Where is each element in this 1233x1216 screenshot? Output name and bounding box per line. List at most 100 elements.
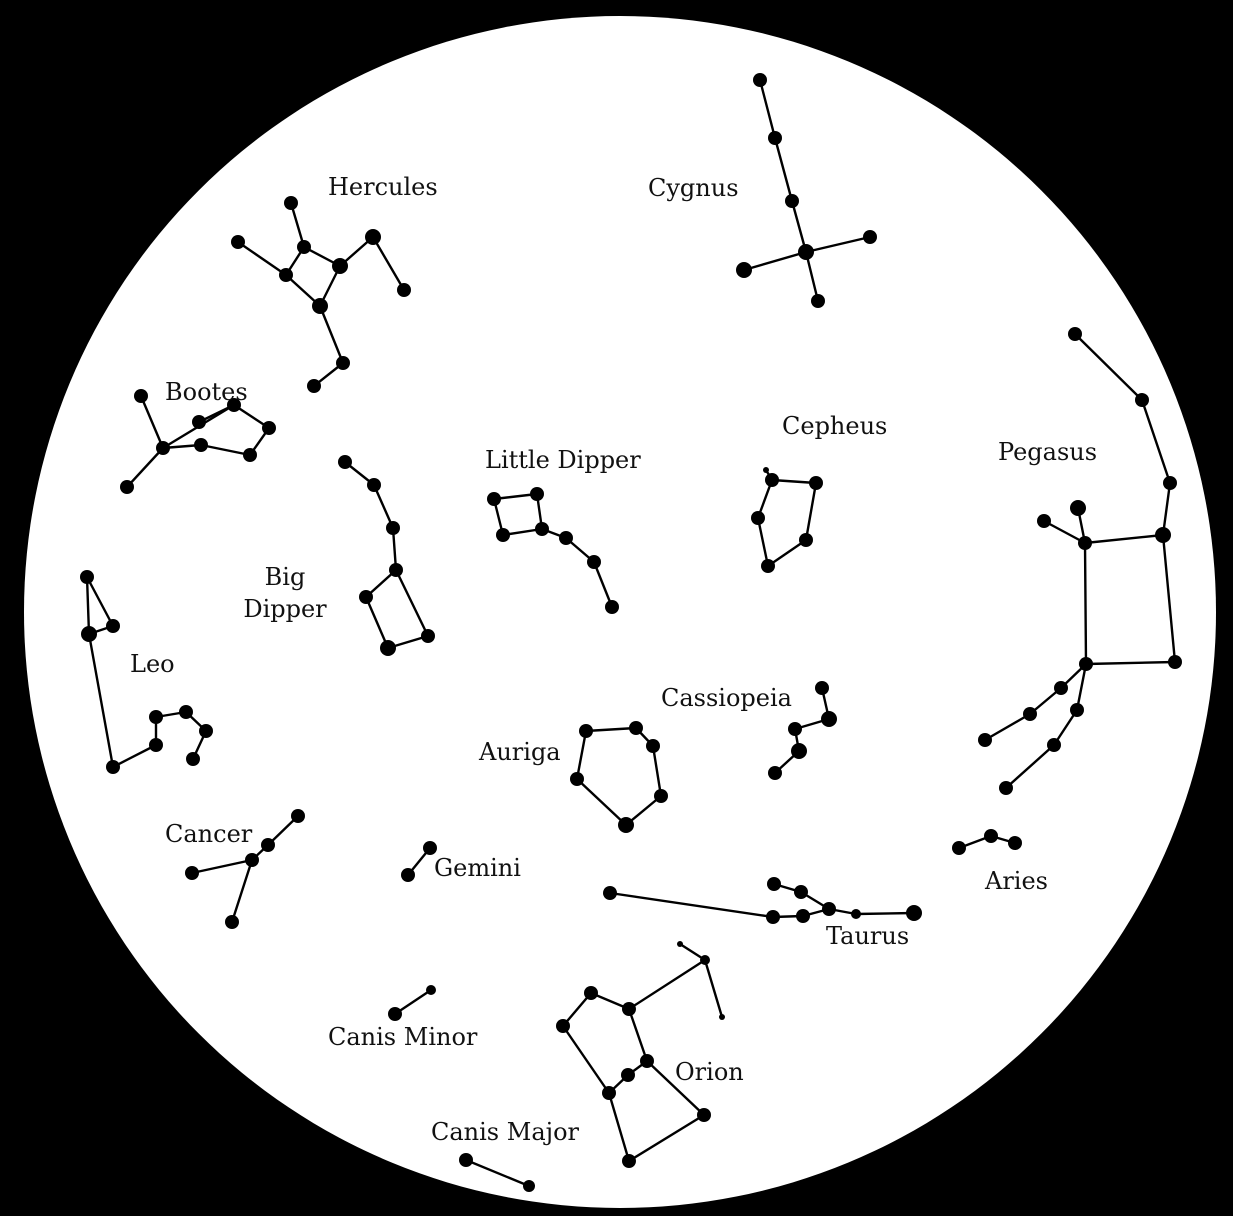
big-dipper-star-5 (380, 640, 396, 656)
little-dipper-star-2 (535, 522, 549, 536)
cygnus-star-1 (768, 131, 782, 145)
leo-star-7 (199, 724, 213, 738)
little-dipper-star-0 (487, 492, 501, 506)
big-dipper-star-4 (359, 590, 373, 604)
hercules-star-8 (336, 356, 350, 370)
little-dipper-star-3 (496, 528, 510, 542)
hercules-star-7 (312, 298, 328, 314)
leo-star-0 (80, 570, 94, 584)
cepheus-star-2 (799, 533, 813, 547)
hercules-star-9 (307, 379, 321, 393)
bootes-star-5 (243, 448, 257, 462)
orion-star-6 (640, 1054, 654, 1068)
cancer-star-2 (245, 853, 259, 867)
big-dipper-star-1 (367, 478, 381, 492)
orion-star-3 (584, 986, 598, 1000)
label-cygnus: Cygnus (648, 174, 739, 202)
sky-disc (24, 16, 1216, 1208)
cassiopeia-star-1 (821, 711, 837, 727)
little-dipper-star-1 (530, 487, 544, 501)
pegasus-star-7 (1070, 500, 1086, 516)
bootes-star-4 (262, 421, 276, 435)
cassiopeia-star-0 (815, 681, 829, 695)
label-canis-major: Canis Major (431, 1118, 580, 1146)
taurus-star-6 (796, 909, 810, 923)
cepheus-star-1 (809, 476, 823, 490)
hercules-star-5 (231, 235, 245, 249)
orion-star-7 (621, 1068, 635, 1082)
leo-star-3 (106, 760, 120, 774)
hercules-star-4 (397, 283, 411, 297)
label-cassiopeia: Cassiopeia (661, 684, 792, 712)
label-auriga: Auriga (478, 738, 561, 766)
label-pegasus: Pegasus (998, 438, 1097, 466)
pegasus-star-0 (1068, 327, 1082, 341)
hercules-star-3 (365, 229, 381, 245)
pegasus-star-4 (1168, 655, 1182, 669)
bootes-star-6 (194, 438, 208, 452)
canis-minor-star-0 (388, 1007, 402, 1021)
label-cepheus: Cepheus (782, 412, 887, 440)
canis-major-star-1 (523, 1180, 535, 1192)
bootes-star-7 (192, 415, 206, 429)
label-aries: Aries (984, 867, 1048, 895)
orion-star-5 (556, 1019, 570, 1033)
bootes-star-1 (156, 441, 170, 455)
orion-star-8 (602, 1086, 616, 1100)
big-dipper-star-6 (421, 629, 435, 643)
cepheus-star-3 (761, 559, 775, 573)
auriga-star-1 (629, 721, 643, 735)
cancer-star-3 (185, 866, 199, 880)
little-dipper-star-4 (559, 531, 573, 545)
pegasus-line-5 (1085, 543, 1086, 664)
taurus-star-5 (766, 910, 780, 924)
little-dipper-star-5 (587, 555, 601, 569)
hercules-star-1 (297, 240, 311, 254)
label-leo: Leo (130, 650, 175, 678)
leo-star-5 (149, 710, 163, 724)
little-dipper-star-6 (605, 600, 619, 614)
taurus-star-2 (822, 902, 836, 916)
leo-star-8 (186, 752, 200, 766)
hercules-star-6 (279, 268, 293, 282)
cygnus-star-0 (753, 73, 767, 87)
cygnus-star-5 (736, 262, 752, 278)
label-bootes: Bootes (165, 378, 248, 406)
leo-star-2 (81, 626, 97, 642)
cygnus-star-4 (863, 230, 877, 244)
aries-star-0 (952, 841, 966, 855)
cygnus-star-6 (811, 294, 825, 308)
hercules-star-0 (284, 196, 298, 210)
pegasus-star-10 (1023, 707, 1037, 721)
label-taurus: Taurus (826, 922, 909, 950)
leo-star-4 (149, 738, 163, 752)
canis-minor-star-1 (426, 985, 436, 995)
gemini-star-0 (423, 841, 437, 855)
taurus-star-3 (851, 909, 861, 919)
taurus-star-1 (794, 885, 808, 899)
leo-star-1 (106, 619, 120, 633)
label-gemini: Gemini (434, 854, 521, 882)
label-canis-minor: Canis Minor (328, 1023, 478, 1051)
taurus-star-7 (603, 886, 617, 900)
pegasus-star-14 (999, 781, 1013, 795)
pegasus-star-5 (1079, 657, 1093, 671)
cassiopeia-star-4 (768, 766, 782, 780)
pegasus-star-13 (1047, 738, 1061, 752)
cepheus-star-4 (751, 511, 765, 525)
cassiopeia-star-2 (788, 722, 802, 736)
auriga-star-0 (579, 724, 593, 738)
cancer-star-4 (225, 915, 239, 929)
pegasus-star-3 (1155, 527, 1171, 543)
big-dipper-star-2 (386, 521, 400, 535)
leo-star-6 (179, 705, 193, 719)
big-dipper-star-3 (389, 563, 403, 577)
label-little-dipper: Little Dipper (485, 446, 641, 474)
pegasus-star-12 (1070, 703, 1084, 717)
pegasus-star-2 (1163, 476, 1177, 490)
auriga-star-2 (646, 739, 660, 753)
orion-star-2 (719, 1014, 725, 1020)
canis-major-star-0 (459, 1153, 473, 1167)
auriga-star-3 (654, 789, 668, 803)
